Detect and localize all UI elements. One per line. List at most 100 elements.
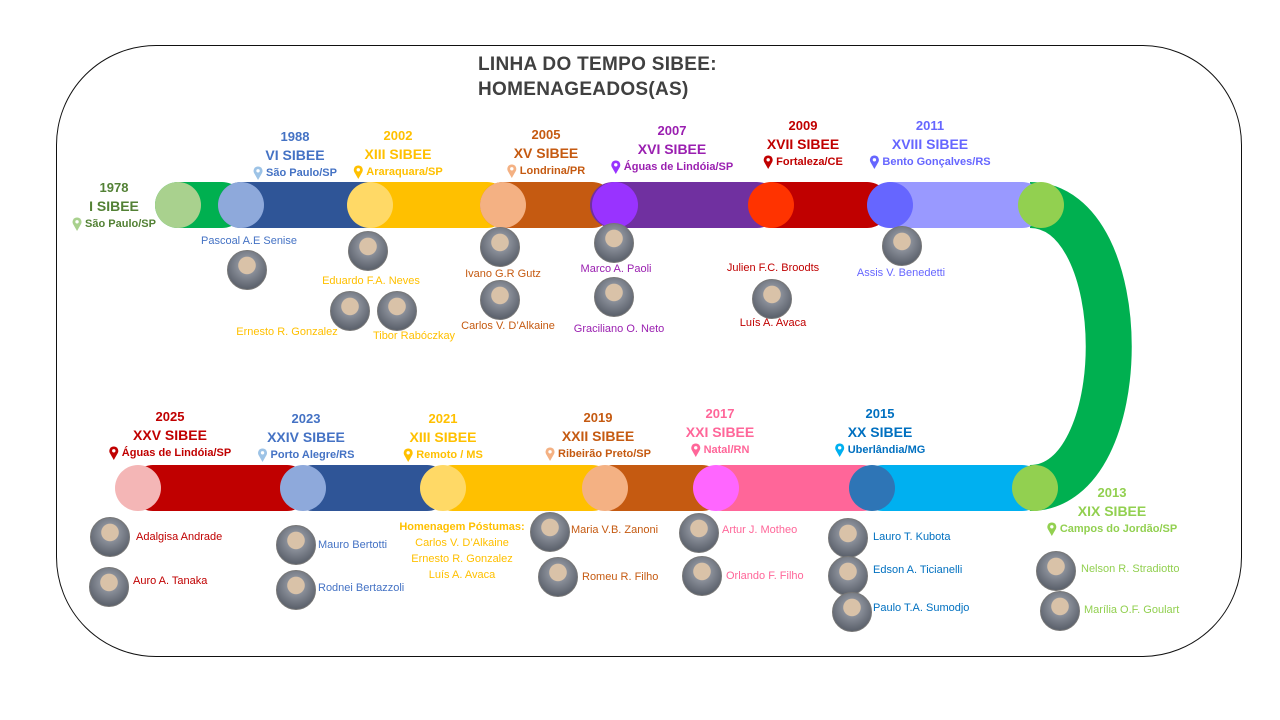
honoree-name: Lauro T. Kubota <box>873 531 951 543</box>
honoree-photo <box>752 279 792 319</box>
event-city: Águas de Lindóia/SP <box>121 447 232 459</box>
event-header: 2015 XX SIBEE Uberlândia/MG <box>835 405 926 458</box>
posthumous-name: Luís A. Avaca <box>428 569 496 581</box>
timeline-bar-segment <box>430 465 615 511</box>
event-year: 2013 <box>1097 485 1127 500</box>
page-title: LINHA DO TEMPO SIBEE: HOMENAGEADOS(AS) <box>478 52 717 102</box>
event-edition: XXV SIBEE <box>133 427 207 443</box>
honoree-photo <box>89 567 129 607</box>
honoree-photo <box>276 525 316 565</box>
event-edition: XVIII SIBEE <box>891 136 969 152</box>
event-edition: XXII SIBEE <box>561 428 635 444</box>
event-year: 2015 <box>865 406 895 421</box>
timeline-bar-segment <box>130 465 310 511</box>
map-pin-icon <box>353 165 363 179</box>
event-year: 2025 <box>155 409 185 424</box>
timeline-node <box>592 182 638 228</box>
event-year: 2021 <box>428 411 458 426</box>
posthumous-name: Carlos V. D’Alkaine <box>415 537 509 549</box>
timeline-node <box>420 465 466 511</box>
event-edition: XIX SIBEE <box>1077 503 1147 519</box>
timeline-frame <box>56 45 1242 657</box>
event-year: 2017 <box>705 406 735 421</box>
honoree-name: Edson A. Ticianelli <box>873 564 963 576</box>
event-city: Porto Alegre/RS <box>270 449 355 461</box>
event-year: 2009 <box>788 118 818 133</box>
honoree-photo <box>90 517 130 557</box>
timeline-node <box>480 182 526 228</box>
event-edition: XIII SIBEE <box>364 146 432 162</box>
event-year: 1978 <box>99 180 129 195</box>
event-city: Araraquara/SP <box>366 166 443 178</box>
event-edition: XX SIBEE <box>847 424 913 440</box>
map-pin-icon <box>109 446 119 460</box>
timeline-node <box>1012 465 1058 511</box>
honoree-name: Luís A. Avaca <box>739 317 807 329</box>
timeline-node <box>280 465 326 511</box>
map-pin-icon <box>763 155 773 169</box>
event-city: Campos do Jordão/SP <box>1059 523 1178 535</box>
honoree-photo <box>538 557 578 597</box>
honoree-photo <box>377 291 417 331</box>
honoree-name: Paulo T.A. Sumodjo <box>873 602 970 614</box>
honoree-photo <box>480 280 520 320</box>
event-edition: I SIBEE <box>89 198 139 214</box>
map-pin-icon <box>253 166 263 180</box>
honoree-photo <box>530 512 570 552</box>
title-line-2: HOMENAGEADOS(AS) <box>478 79 689 100</box>
event-city: Ribeirão Preto/SP <box>558 448 651 460</box>
honoree-photo <box>828 518 868 558</box>
event-edition: XVII SIBEE <box>766 136 840 152</box>
map-pin-icon <box>72 217 82 231</box>
event-edition: XXI SIBEE <box>685 424 755 440</box>
event-location: Fortaleza/CE <box>763 154 843 170</box>
map-pin-icon <box>545 447 555 461</box>
event-location: Remoto / MS <box>403 447 483 463</box>
event-edition: VI SIBEE <box>265 147 325 163</box>
event-location: São Paulo/SP <box>72 216 156 232</box>
event-location: Ribeirão Preto/SP <box>545 446 651 462</box>
event-location: São Paulo/SP <box>253 165 337 181</box>
event-year: 2007 <box>657 123 687 138</box>
timeline-bar-segment <box>290 465 450 511</box>
honoree-name: Adalgisa Andrade <box>136 531 223 543</box>
timeline-bar-segment <box>868 182 1045 228</box>
event-header: 1978 I SIBEE São Paulo/SP <box>72 179 156 232</box>
timeline-node <box>347 182 393 228</box>
event-location: Porto Alegre/RS <box>258 447 355 463</box>
event-city: Uberlândia/MG <box>847 444 926 456</box>
event-location: Bento Gonçalves/RS <box>869 154 991 170</box>
honoree-photo <box>480 227 520 267</box>
event-location: Natal/RN <box>686 442 754 458</box>
honoree-name: Julien F.C. Broodts <box>726 262 820 274</box>
honoree-name: Mauro Bertotti <box>318 539 388 551</box>
event-location: Araraquara/SP <box>353 164 443 180</box>
timeline-node <box>748 182 794 228</box>
event-location: Campos do Jordão/SP <box>1047 521 1177 537</box>
event-edition: XVI SIBEE <box>637 141 707 157</box>
map-pin-icon <box>1047 522 1057 536</box>
honoree-photo <box>348 231 388 271</box>
event-year: 2011 <box>915 118 945 133</box>
event-city: São Paulo/SP <box>266 167 337 179</box>
honoree-photo <box>1040 591 1080 631</box>
event-location: Águas de Lindóia/SP <box>611 159 733 175</box>
map-pin-icon <box>835 443 845 457</box>
timeline-node <box>693 465 739 511</box>
map-pin-icon <box>691 443 701 457</box>
timeline-bar-segment <box>700 465 885 511</box>
timeline-node <box>1018 182 1064 228</box>
event-location: Uberlândia/MG <box>835 442 926 458</box>
honoree-name: Nelson R. Stradiotto <box>1081 563 1180 575</box>
event-location: Águas de Lindóia/SP <box>109 445 231 461</box>
honoree-photo <box>882 226 922 266</box>
